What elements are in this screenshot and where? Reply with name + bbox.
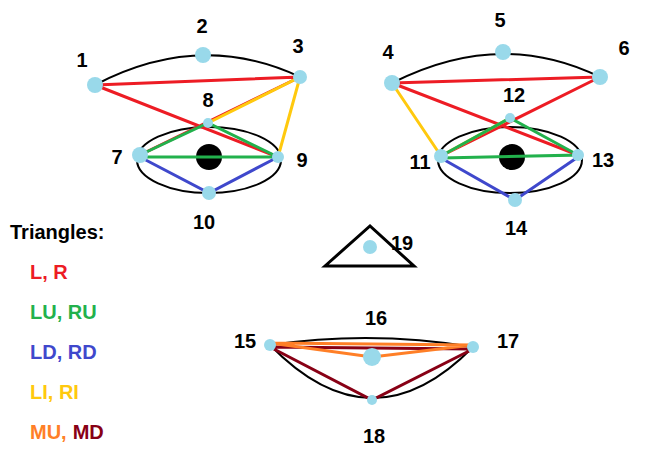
callout-number: 3	[292, 36, 303, 56]
callout-number: 10	[193, 212, 215, 232]
callout-number: 14	[505, 218, 527, 238]
triangle-ri	[392, 83, 510, 156]
callout-number: 1	[76, 50, 87, 70]
callout-number: 2	[196, 16, 207, 36]
legend-entry: MD	[73, 422, 104, 442]
callout-number: 4	[382, 42, 393, 62]
callout-number: 19	[391, 233, 413, 253]
landmark-dot	[384, 75, 400, 91]
legend-text: MU,	[30, 421, 67, 443]
legend-text: MD	[73, 421, 104, 443]
lip-curve	[270, 345, 473, 398]
landmark-dot	[592, 69, 608, 85]
landmark-dot	[467, 341, 479, 353]
legend-entry: LD, RD	[30, 342, 97, 362]
callout-number: 11	[409, 152, 430, 172]
callout-number: 12	[503, 85, 525, 105]
triangle-ru	[441, 118, 578, 158]
callout-number: 8	[202, 90, 213, 110]
callout-number: 6	[618, 38, 629, 58]
landmark-dot	[363, 348, 381, 366]
eye-outline	[137, 127, 281, 193]
landmark-dot	[272, 151, 284, 163]
legend-entry: MU,	[30, 422, 67, 442]
landmark-dot	[87, 77, 103, 93]
landmark-dot	[572, 149, 584, 161]
legend-text: L, R	[30, 261, 68, 283]
landmark-dot	[508, 193, 522, 207]
legend-text: LD, RD	[30, 341, 97, 363]
triangle-l	[95, 77, 300, 157]
callout-number: 13	[592, 150, 614, 170]
callout-number: 5	[494, 10, 505, 30]
legend-entry: LU, RU	[30, 302, 97, 322]
landmark-dot	[495, 44, 511, 60]
nose-triangle	[325, 226, 414, 266]
legend-text: LI, RI	[30, 381, 79, 403]
landmark-dot	[195, 47, 211, 63]
callout-number: 17	[497, 331, 519, 351]
landmark-dot	[505, 113, 515, 123]
landmark-dot	[293, 70, 307, 84]
landmark-dot	[132, 147, 148, 163]
callout-number: 16	[365, 308, 387, 328]
landmark-dot	[367, 395, 377, 405]
landmark-dot	[434, 149, 448, 163]
triangle-lu	[140, 123, 278, 157]
triangle-rd	[441, 157, 578, 200]
landmark-dot	[264, 339, 276, 351]
eye-outline	[438, 127, 582, 193]
landmark-dot	[363, 240, 377, 254]
triangle-r	[392, 77, 600, 156]
callout-number: 15	[234, 331, 256, 351]
legend-entry: L, R	[30, 262, 68, 282]
callout-number: 7	[111, 147, 122, 167]
triangle-md	[270, 347, 473, 400]
legend-entry: LI, RI	[30, 382, 79, 402]
landmark-dot	[202, 186, 216, 200]
legend-text: LU, RU	[30, 301, 97, 323]
landmark-dot	[203, 118, 213, 128]
callout-number: 9	[296, 150, 307, 170]
legend-heading: Triangles:	[10, 222, 104, 242]
callout-number: 18	[363, 426, 385, 446]
